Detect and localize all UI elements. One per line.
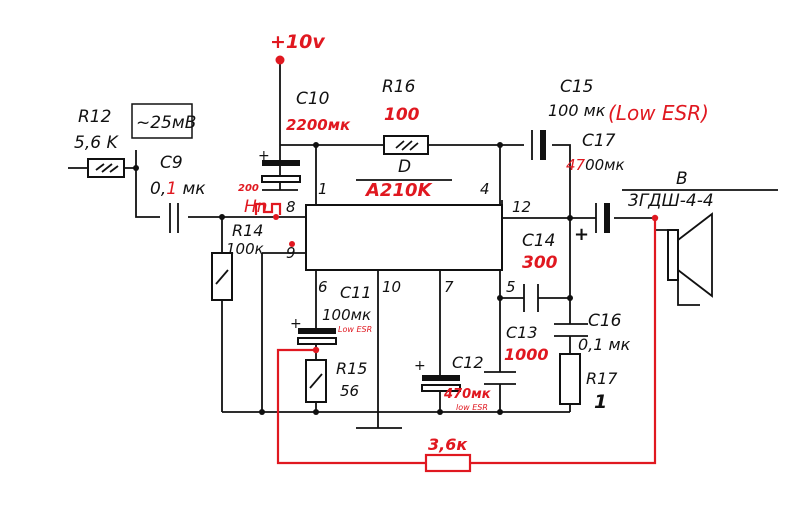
r12-resistor <box>87 158 125 178</box>
mod-value: 200 <box>238 183 259 194</box>
r17-value: 1 <box>594 391 607 413</box>
r17-resistor <box>559 353 581 405</box>
wire-pin10 <box>356 270 402 429</box>
r16-value: 100 <box>384 105 420 125</box>
c17-value: 4700мк <box>566 156 625 174</box>
c13-value: 1000 <box>504 345 549 364</box>
pin-5: 5 <box>506 278 516 296</box>
c9-ref: C9 <box>160 153 183 173</box>
c16-capacitor <box>554 323 588 337</box>
c15-note: (Low ESR) <box>608 101 709 125</box>
r17-ref: R17 <box>586 369 618 388</box>
c15-capacitor <box>531 130 546 160</box>
r14-resistor <box>211 252 233 301</box>
c12-note: low ESR <box>456 403 488 412</box>
r12-ref: R12 <box>78 107 111 127</box>
c11-capacitor <box>297 328 337 345</box>
vin-label: ~25мВ <box>136 113 196 133</box>
r15-value: 56 <box>340 382 359 400</box>
feedback-resistor <box>424 453 472 473</box>
c14-ref: C14 <box>522 231 556 251</box>
pin-6: 6 <box>318 278 328 296</box>
junction-dots <box>133 142 573 415</box>
c11-value: 100мк <box>322 306 371 324</box>
pin-10: 10 <box>382 278 401 296</box>
mod-junction-4 <box>651 214 659 222</box>
r12-value: 5,6 K <box>74 133 119 153</box>
r15-ref: R15 <box>336 359 367 378</box>
supply-label: +10v <box>270 31 325 53</box>
c17-capacitor <box>595 203 610 233</box>
wire-input <box>68 167 306 218</box>
c10-plus: + <box>258 148 270 164</box>
ic-body <box>305 204 503 271</box>
vin-box <box>131 103 193 139</box>
c12-ref: C12 <box>452 353 484 372</box>
c9-value: 0,1 мк <box>150 179 206 199</box>
c12-plus: + <box>414 358 426 374</box>
speaker-value: 3ГДШ-4-4 <box>628 191 714 211</box>
c10-value: 2200мк <box>286 116 351 134</box>
c16-ref: C16 <box>588 311 622 331</box>
r15-resistor <box>305 359 327 403</box>
pin-4: 4 <box>480 180 490 198</box>
mod-resistor-symbol <box>254 202 282 215</box>
mod-junction-3 <box>312 346 320 354</box>
wire-pin9 <box>261 252 306 412</box>
pin-9: 9 <box>286 244 296 262</box>
c10-ref: C10 <box>296 89 330 109</box>
red-modifications <box>254 55 659 473</box>
pin-7: 7 <box>444 278 454 296</box>
c14-value: 300 <box>522 253 558 273</box>
speaker-icon <box>667 212 713 298</box>
c15-value: 100 мк <box>548 101 606 120</box>
speaker-ref: B <box>676 169 688 189</box>
c10-capacitor <box>261 160 301 191</box>
c11-note: Low ESR <box>338 325 372 334</box>
supply-node-dot <box>275 55 285 65</box>
c13-ref: C13 <box>506 323 538 342</box>
c12-capacitor <box>421 375 461 392</box>
r16-resistor <box>383 135 429 155</box>
feedback-value: 3,6к <box>428 435 468 454</box>
c16-value: 0,1 мк <box>578 335 631 354</box>
c11-ref: C11 <box>340 283 372 302</box>
c15-ref: C15 <box>560 77 594 97</box>
c12-value: 470мк <box>443 387 492 402</box>
mod-mark: Hn <box>244 197 268 217</box>
feedback-wire <box>276 218 657 465</box>
c9-capacitor <box>169 203 179 233</box>
pin-12: 12 <box>512 198 531 216</box>
mod-junction-2 <box>289 241 295 247</box>
c11-plus: + <box>290 316 302 332</box>
c17-plus: + <box>574 224 589 245</box>
r16-ref: R16 <box>382 77 416 97</box>
pin-8: 8 <box>286 198 296 216</box>
pin-1: 1 <box>318 180 328 198</box>
c17-ref: C17 <box>582 131 616 151</box>
r14-ref: R14 <box>232 221 263 240</box>
c14-capacitor <box>523 284 539 312</box>
r14-value: 100к <box>226 240 264 258</box>
ic-ref: D <box>398 157 411 177</box>
ic-part: A210K <box>364 180 434 201</box>
c13-capacitor <box>484 371 516 385</box>
mod-junction-1 <box>273 214 279 220</box>
